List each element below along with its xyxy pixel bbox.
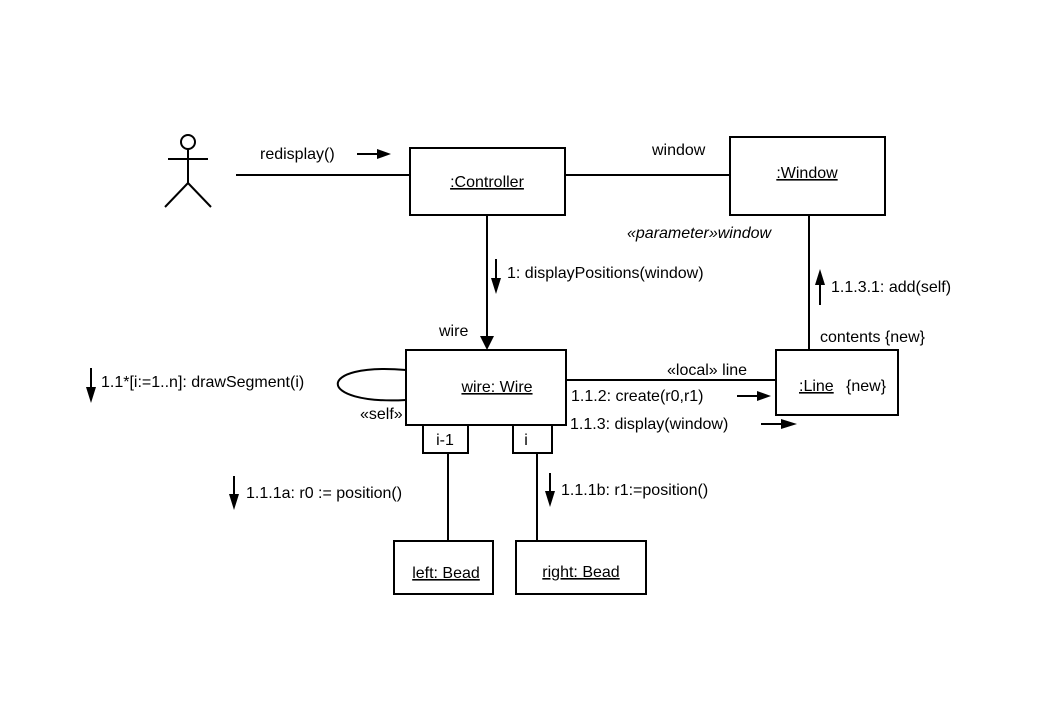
message-position-left: 1.1.1a: r0 := position() xyxy=(229,476,402,510)
qualifier-cur: i xyxy=(512,424,553,454)
role-wire: wire xyxy=(438,323,468,340)
right-arrow-icon xyxy=(757,391,771,401)
down-arrow-icon xyxy=(545,491,555,507)
message-position-right-label: 1.1.1b: r1:=position() xyxy=(561,482,708,499)
role-contents: contents {new} xyxy=(820,329,926,346)
controller-object: :Controller xyxy=(409,147,566,216)
qualifier-prev: i-1 xyxy=(422,424,469,454)
message-display-label: 1.1.3: display(window) xyxy=(570,416,728,433)
line-object: :Line {new} xyxy=(775,349,899,416)
message-draw-segment-label: 1.1*[i:=1..n]: drawSegment(i) xyxy=(101,374,304,391)
message-redisplay: redisplay() xyxy=(260,146,391,163)
message-draw-segment: 1.1*[i:=1..n]: drawSegment(i) xyxy=(86,368,304,403)
message-display-positions: 1: displayPositions(window) xyxy=(491,259,704,294)
controller-label: :Controller xyxy=(450,174,524,191)
window-object: :Window xyxy=(729,136,886,216)
role-window: window xyxy=(651,142,706,159)
self-link-loop xyxy=(336,368,407,402)
role-self: «self» xyxy=(360,406,403,423)
message-add-label: 1.1.3.1: add(self) xyxy=(831,279,951,296)
down-arrow-icon xyxy=(229,494,239,510)
right-bead-object: right: Bead xyxy=(515,540,647,595)
message-display: 1.1.3: display(window) xyxy=(570,416,797,433)
down-arrow-icon xyxy=(86,387,96,403)
wire-label: wire: Wire xyxy=(460,379,532,396)
message-create: 1.1.2: create(r0,r1) xyxy=(571,388,771,405)
window-label: :Window xyxy=(776,165,838,182)
left-bead-object: left: Bead xyxy=(393,540,494,595)
message-redisplay-label: redisplay() xyxy=(260,146,335,163)
qualifier-cur-label: i xyxy=(524,432,528,449)
message-position-left-label: 1.1.1a: r0 := position() xyxy=(246,485,402,502)
down-arrow-icon xyxy=(491,278,501,294)
role-local-line: «local» line xyxy=(667,362,747,379)
right-arrow-icon xyxy=(377,149,391,159)
message-position-right: 1.1.1b: r1:=position() xyxy=(545,473,708,507)
message-add: 1.1.3.1: add(self) xyxy=(815,269,951,305)
navigability-arrowhead xyxy=(480,336,494,350)
message-create-label: 1.1.2: create(r0,r1) xyxy=(571,388,704,405)
actor-icon xyxy=(164,134,212,208)
message-display-positions-label: 1: displayPositions(window) xyxy=(507,265,704,282)
role-window-parameter: «parameter»window xyxy=(627,225,773,242)
up-arrow-icon xyxy=(815,269,825,285)
line-label: :Line xyxy=(799,378,834,395)
left-bead-label: left: Bead xyxy=(412,565,480,582)
wire-object: wire: Wire xyxy=(405,349,567,426)
right-bead-label: right: Bead xyxy=(542,564,619,581)
right-arrow-icon xyxy=(781,419,797,429)
line-constraint: {new} xyxy=(846,378,887,395)
qualifier-prev-label: i-1 xyxy=(436,432,454,449)
